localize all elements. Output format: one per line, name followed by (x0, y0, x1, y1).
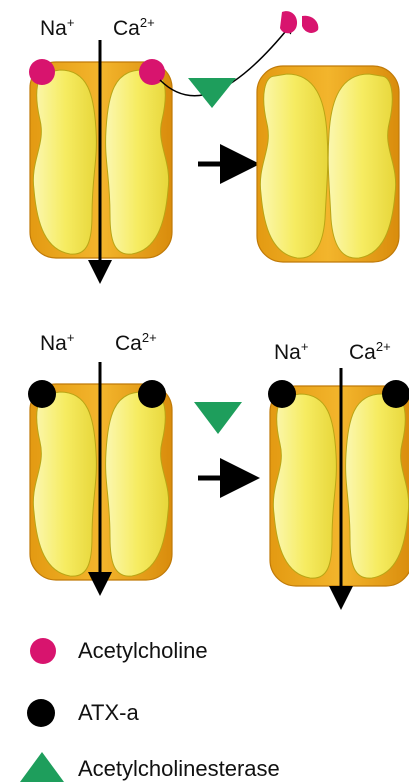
acetylcholine-fragment-2 (302, 16, 318, 33)
receptor-lobe-left (33, 70, 96, 254)
atx-molecule-right (138, 380, 166, 408)
legend-label-acetylcholinesterase: Acetylcholinesterase (78, 758, 280, 780)
acetylcholinesterase-triangle (194, 402, 242, 434)
acetylcholinesterase-triangle (188, 78, 236, 108)
acetylcholine-fragment-1 (280, 11, 297, 33)
atx-molecule-right (382, 380, 409, 408)
receptor-lobe-right (346, 394, 409, 578)
receptor-2-closed (257, 66, 399, 262)
ion-label-na-1: Na+ (40, 18, 74, 39)
receptor-lobe-right (106, 70, 169, 254)
atx-molecule-left (268, 380, 296, 408)
receptor-lobe-right (106, 392, 169, 576)
atx-molecule-left (28, 380, 56, 408)
ion-label-na-3: Na+ (40, 333, 74, 354)
ion-label-na-4: Na+ (274, 342, 308, 363)
ion-label-ca-1: Ca2+ (113, 18, 155, 39)
legend-acetylcholinesterase-symbol (20, 752, 64, 782)
legend-acetylcholine-symbol (30, 638, 56, 664)
legend-label-acetylcholine: Acetylcholine (78, 640, 208, 662)
legend-atx-symbol (27, 699, 55, 727)
receptor-lobe-right (328, 74, 395, 258)
ion-label-ca-4: Ca2+ (349, 342, 391, 363)
receptor-4-atx-open (268, 368, 409, 598)
ion-label-ca-3: Ca2+ (115, 333, 157, 354)
legend-label-atx: ATX-a (78, 702, 139, 724)
receptor-lobe-left (273, 394, 336, 578)
acetylcholine-molecule-left (29, 59, 55, 85)
receptor-lobe-left (260, 74, 327, 258)
receptor-3-atx-bound (28, 362, 242, 584)
receptor-lobe-left (33, 392, 96, 576)
